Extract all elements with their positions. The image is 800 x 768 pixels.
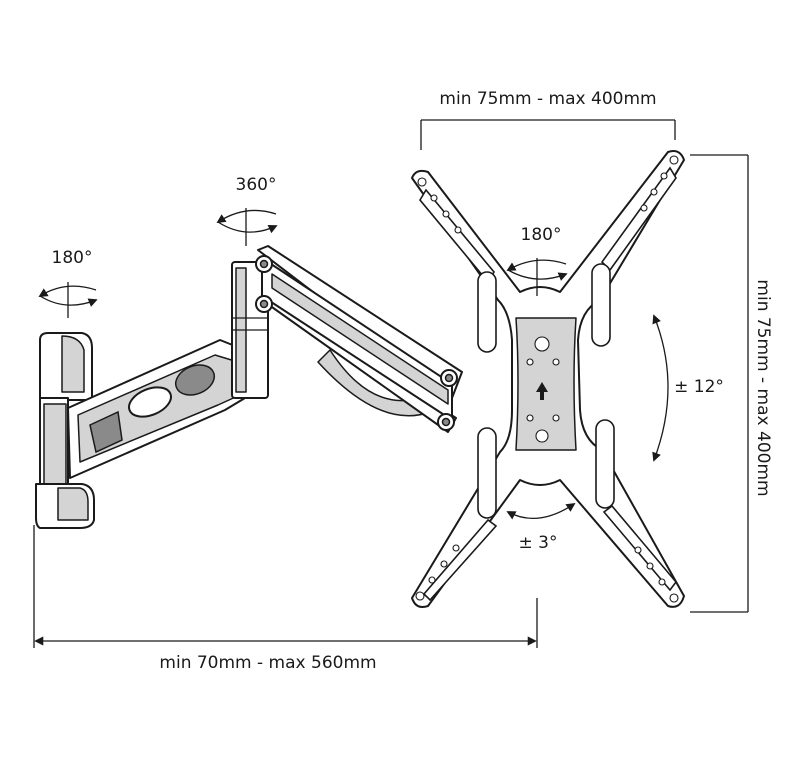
head-rotation-label: 180° bbox=[521, 225, 562, 245]
dimension-width bbox=[420, 119, 676, 150]
rotation-arrow-icon-arm bbox=[216, 208, 278, 246]
arm-rotation-label: 360° bbox=[236, 175, 277, 195]
tilt-arrow-icon bbox=[652, 314, 669, 462]
rotation-arrow-icon-head bbox=[506, 258, 568, 296]
tilt-label: ± 12° bbox=[674, 377, 724, 397]
rotation-arrow-icon-wall bbox=[38, 282, 98, 318]
dimension-height bbox=[690, 154, 749, 613]
vesa-plate bbox=[411, 150, 685, 608]
wall-plate bbox=[35, 332, 95, 529]
wall-rotation-label: 180° bbox=[52, 248, 93, 268]
width-dimension-label: min 75mm - max 400mm bbox=[439, 89, 656, 109]
dimension-extension bbox=[33, 525, 538, 648]
elbow-joint bbox=[231, 261, 269, 399]
swivel-arrow-icon bbox=[506, 502, 576, 520]
swivel-label: ± 3° bbox=[519, 533, 558, 553]
gas-spring-arm bbox=[255, 245, 463, 433]
height-dimension-label: min 75mm - max 400mm bbox=[753, 279, 773, 496]
extension-dimension-label: min 70mm - max 560mm bbox=[159, 653, 376, 673]
up-arrow-icon bbox=[536, 382, 548, 400]
lower-arm bbox=[67, 339, 251, 479]
